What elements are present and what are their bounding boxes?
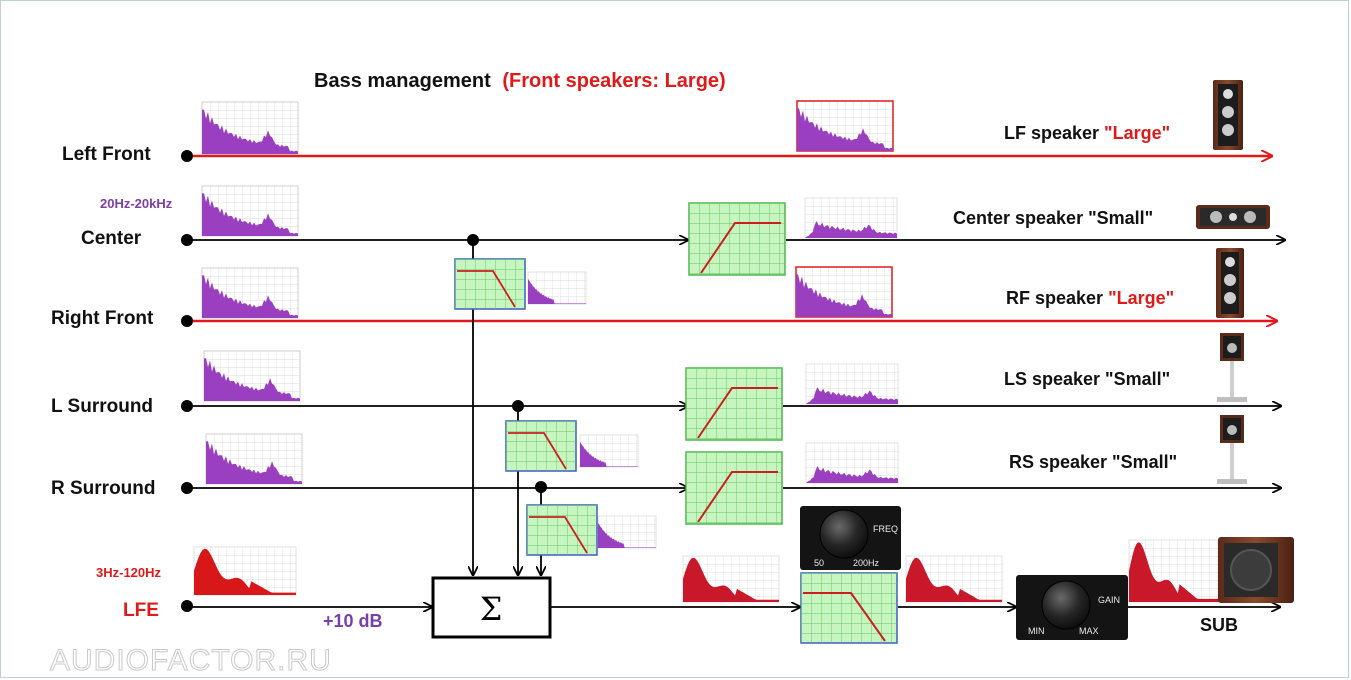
tower-speaker-lf-icon [1213,80,1243,150]
sub-gain-knob[interactable]: GAIN MIN MAX [1016,575,1128,640]
spectrum-center-output [804,197,898,239]
diagram-title: Bass management (Front speakers: Large) [314,70,726,92]
input-label-r-surround: R Surround [51,478,156,499]
node-r-surround [181,482,193,494]
spectrum-ls-output [805,363,899,405]
frequency-knob-dial-icon [819,509,869,559]
spectrum-lowpass-output [905,555,1003,603]
surround-speaker-rs-icon [1217,415,1247,484]
summer-symbol: Σ [480,590,503,628]
highpass-filters [685,202,786,525]
node-right-front [181,315,193,327]
watermark: AUDIOFACTOR.RU [50,644,332,677]
gain-knob-label: GAIN [1098,595,1120,605]
spectrum-right-front [201,267,299,319]
spectrum-l-surround [203,350,301,402]
freq-knob-min: 50 [814,558,824,568]
input-label-left-front: Left Front [62,144,151,165]
spectrum-r-surround [205,433,303,485]
tower-speaker-rf-icon [1216,248,1244,318]
input-nodes [181,150,547,612]
highpass-spectra [804,197,899,484]
freq-knob-label: FREQ [873,524,898,534]
spectrum-lf-output [796,100,894,152]
spectrum-center-lowpassed [527,271,587,305]
lowpass-filters [454,258,898,644]
tap-node-ls [512,400,524,412]
lfe-range-label: 3Hz-120Hz [96,565,162,580]
lowpass-tap-spectra [527,271,657,549]
tap-node-center [467,234,479,246]
output-label-rf: RF speaker "Large" [1006,288,1174,308]
center-speaker-icon [1196,205,1270,229]
spectrum-center [201,185,299,237]
spectrum-lfe-input [193,546,297,596]
highpass-filter-rs [685,451,783,525]
highpass-filter-center [688,202,786,276]
spectrum-rf-output [795,266,893,318]
input-label-right-front: Right Front [51,308,154,329]
spectrum-ls-lowpassed [579,434,639,468]
spectrum-left-front [201,101,299,155]
input-label-lfe: LFE [123,600,159,621]
crossover-frequency-knob[interactable]: FREQ 50 200Hz [800,506,901,570]
output-label-sub: SUB [1200,615,1238,635]
input-label-l-surround: L Surround [51,396,153,417]
lowpass-filter-ls [505,420,577,472]
node-lfe [181,600,193,612]
gain-knob-min: MIN [1028,626,1045,636]
output-label-lf: LF speaker "Large" [1004,123,1170,143]
node-l-surround [181,400,193,412]
summer-block [431,576,552,639]
spectrum-sub-output [1128,539,1220,603]
gain-knob-max: MAX [1079,626,1099,636]
lowpass-filter-sub [800,572,898,644]
freq-knob-max: 200Hz [853,558,880,568]
output-label-rs: RS speaker "Small" [1009,452,1177,472]
input-spectra [201,100,894,485]
output-label-center: Center speaker "Small" [953,208,1153,228]
node-left-front [181,150,193,162]
spectrum-rs-output [805,442,899,484]
highpass-filter-ls [685,367,783,441]
gain-knob-dial-icon [1041,580,1091,630]
spectrum-sum-output [682,555,780,603]
subwoofer-icon [1218,537,1294,603]
output-label-ls: LS speaker "Small" [1004,369,1170,389]
lfe-spectra [193,539,1220,603]
spectrum-rs-lowpassed [597,515,657,549]
input-label-center: Center [81,228,142,249]
tap-node-rs [535,481,547,493]
lfe-gain-label: +10 dB [323,611,383,631]
node-center [181,234,193,246]
lowpass-filter-rs [526,504,598,556]
lowpass-filter-center [454,258,526,310]
center-range-label: 20Hz-20kHz [100,196,173,211]
surround-speaker-ls-icon [1217,333,1247,402]
